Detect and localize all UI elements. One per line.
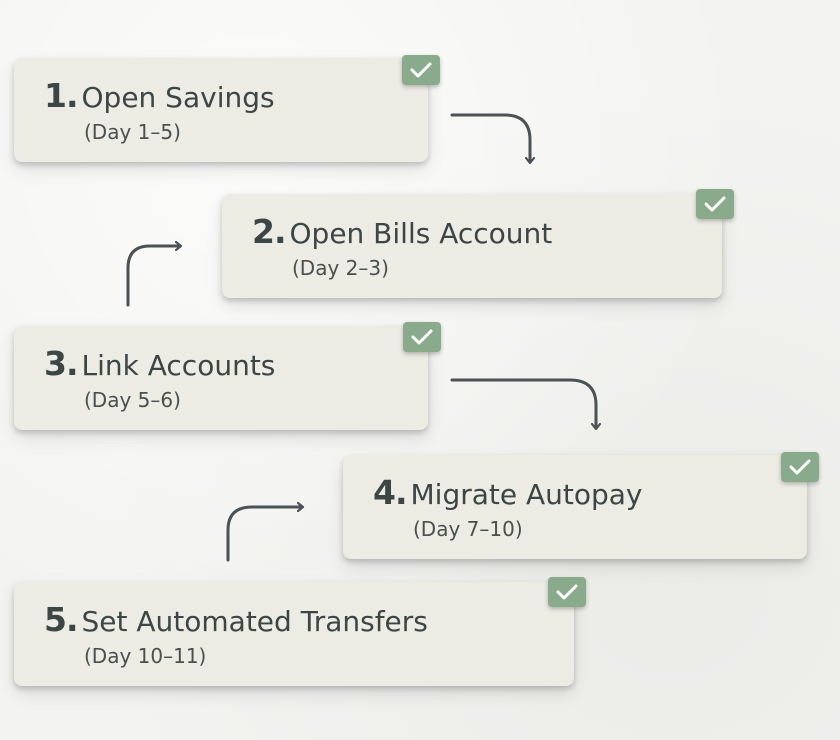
checkbox-step-3[interactable]	[403, 322, 441, 352]
check-icon	[704, 196, 726, 212]
step-label: Open Savings	[81, 81, 275, 114]
step-label: Open Bills Account	[289, 217, 553, 250]
arrow-right-down-icon	[450, 378, 596, 428]
step-number: 1.	[44, 76, 78, 115]
step-number: 2.	[252, 212, 286, 251]
step-number: 5.	[44, 600, 78, 639]
arrow-up-right-icon	[126, 246, 180, 307]
checkbox-step-4[interactable]	[781, 452, 819, 482]
step-label: Link Accounts	[81, 349, 276, 382]
check-icon	[411, 329, 433, 345]
step-days: (Day 1–5)	[84, 120, 181, 144]
check-icon	[410, 62, 432, 78]
check-icon	[556, 584, 578, 600]
checkbox-step-5[interactable]	[548, 577, 586, 607]
step-card-1: 1.Open Savings (Day 1–5)	[14, 58, 428, 162]
step-card-3: 3.Link Accounts (Day 5–6)	[14, 326, 428, 430]
step-card-2: 2.Open Bills Account (Day 2–3)	[222, 194, 722, 298]
step-number: 3.	[44, 344, 78, 383]
step-label: Migrate Autopay	[410, 478, 643, 511]
step-days: (Day 2–3)	[292, 256, 389, 280]
checkbox-step-1[interactable]	[402, 55, 440, 85]
arrow-right-down-icon	[450, 113, 530, 162]
step-days: (Day 5–6)	[84, 388, 181, 412]
step-label: Set Automated Transfers	[81, 605, 428, 638]
step-days: (Day 7–10)	[413, 517, 523, 541]
checkbox-step-2[interactable]	[696, 189, 734, 219]
step-days: (Day 10–11)	[84, 644, 207, 668]
step-card-4: 4.Migrate Autopay (Day 7–10)	[343, 455, 807, 559]
step-number: 4.	[373, 473, 407, 512]
arrow-up-right-icon	[226, 507, 302, 562]
check-icon	[789, 459, 811, 475]
step-card-5: 5.Set Automated Transfers (Day 10–11)	[14, 582, 574, 686]
